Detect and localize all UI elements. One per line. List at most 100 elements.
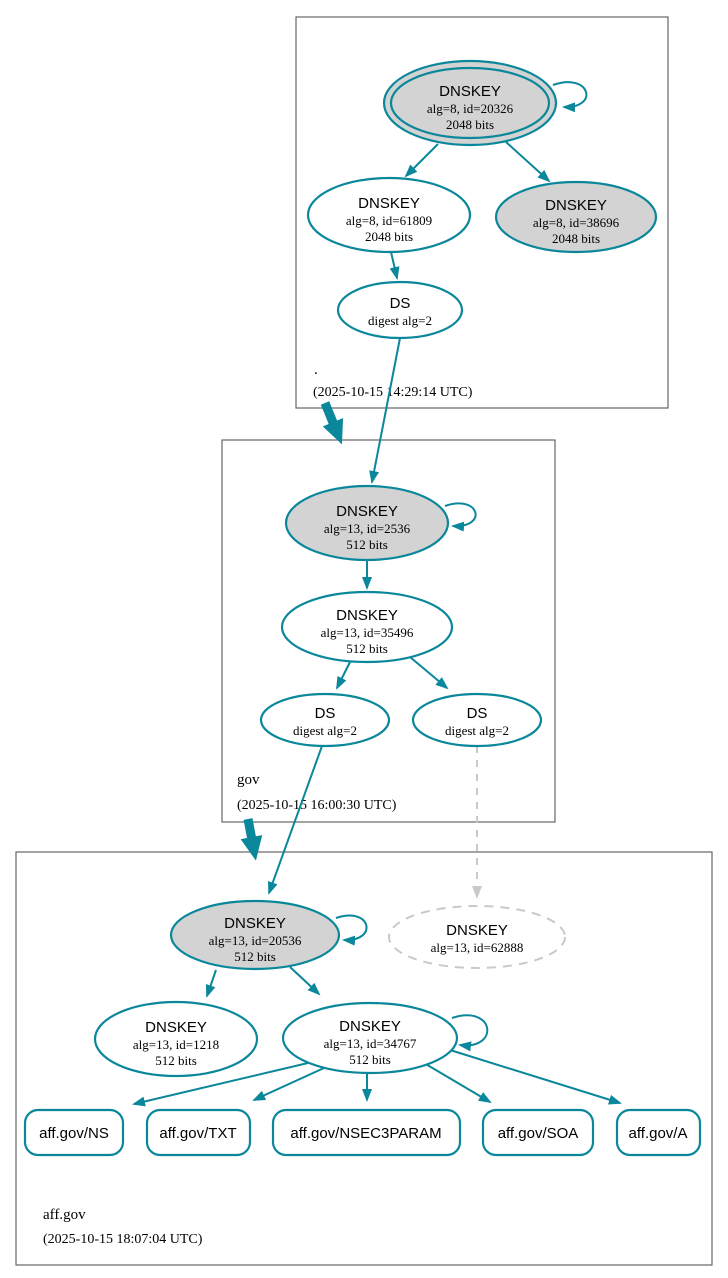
dnskey-1218-ellipse [93,1000,259,1078]
dnskey-2536-size: 512 bits [346,537,388,552]
ds-gov-left-title: DS [315,705,336,722]
dnskey-node-34767: DNSKEY alg=13, id=34767 512 bits [281,1001,459,1075]
dnskey-1218-detail: alg=13, id=1218 [133,1037,219,1052]
dnskey-38696-ellipse [494,180,658,254]
rrset-ns-label: aff.gov/NS [39,1125,109,1142]
edge-ksk20326-to-zsk61809 [404,143,439,178]
zone-box-gov [221,439,556,823]
dnskey-20536-title: DNSKEY [224,915,286,932]
dnskey-2536-detail: alg=13, id=2536 [324,521,411,536]
ds-root-detail: digest alg=2 [368,313,432,328]
rrset-soa-rect [481,1108,595,1157]
dnskey-node-35496: DNSKEY alg=13, id=35496 512 bits [280,590,454,664]
rrset-node-nsec3param: aff.gov/NSEC3PARAM [271,1108,462,1157]
dnskey-20536-detail: alg=13, id=20536 [209,933,302,948]
dnskey-2536-ellipse [284,484,450,562]
zone-timestamp-gov: (2025-10-15 16:00:30 UTC) [237,798,397,813]
zone-arrow-gov-to-aff [240,818,263,861]
dnskey-node-1218: DNSKEY alg=13, id=1218 512 bits [93,1000,259,1078]
dnskey-20326-size: 2048 bits [446,117,494,132]
edge-zsk34767-to-txt [252,1067,325,1101]
dnskey-20326-inner-ring [389,66,551,140]
dnskey-node-62888: DNSKEY alg=13, id=62888 [388,905,566,969]
zone-box-aff-gov [15,851,713,1266]
rrset-a-rect [615,1108,702,1157]
ds-node-gov-right: DS digest alg=2 [411,692,543,748]
ds-root-ellipse [336,280,464,340]
rrset-node-soa: aff.gov/SOA [481,1108,595,1157]
dnskey-1218-title: DNSKEY [145,1019,207,1036]
ds-node-root: DS digest alg=2 [336,280,464,340]
dnskey-38696-detail: alg=8, id=38696 [533,215,620,230]
dnskey-20326-title: DNSKEY [439,83,501,100]
zone-box-root [295,16,669,409]
zone-arrow-root-to-gov [320,401,344,445]
edge-affksk-to-key1218 [205,969,217,998]
ds-gov-left-detail: digest alg=2 [293,723,357,738]
zone-label-gov: gov [237,772,260,788]
dnskey-20536-ellipse [169,899,341,971]
dnskey-35496-size: 512 bits [346,641,388,656]
ds-gov-left-ellipse [259,692,391,748]
dnskey-node-2536: DNSKEY alg=13, id=2536 512 bits [284,484,450,562]
selfloop-affksk20536 [335,914,368,946]
dnskey-20536-size: 512 bits [234,949,276,964]
rrset-nsec3param-rect [271,1108,462,1157]
edge-affksk-to-zsk34767 [289,966,321,996]
dnskey-38696-title: DNSKEY [545,197,607,214]
rrset-nsec3param-label: aff.gov/NSEC3PARAM [290,1125,441,1142]
zone-label-root: . [314,362,318,378]
dnskey-38696-size: 2048 bits [552,231,600,246]
rrset-txt-label: aff.gov/TXT [159,1125,236,1142]
ds-gov-right-detail: digest alg=2 [445,723,509,738]
dnskey-62888-ellipse [388,905,566,969]
dnskey-61809-detail: alg=8, id=61809 [346,213,432,228]
zone-label-aff-gov: aff.gov [43,1207,86,1223]
dnskey-node-61809: DNSKEY alg=8, id=61809 2048 bits [306,176,472,254]
dnskey-61809-size: 2048 bits [365,229,413,244]
rrset-txt-rect [145,1108,252,1157]
edge-zsk34767-to-a [449,1049,622,1105]
edge-zsk61809-to-ds [389,251,400,280]
rrset-a-label: aff.gov/A [629,1125,688,1142]
dnskey-node-20536: DNSKEY alg=13, id=20536 512 bits [169,899,341,971]
dnskey-2536-title: DNSKEY [336,503,398,520]
ds-node-gov-left: DS digest alg=2 [259,692,391,748]
selfloop-ksk20326 [552,81,588,113]
dnskey-62888-detail: alg=13, id=62888 [431,940,524,955]
edge-zsk34767-to-ns [132,1062,309,1107]
dnskey-35496-ellipse [280,590,454,664]
dnskey-62888-title: DNSKEY [446,922,508,939]
rrset-node-ns: aff.gov/NS [23,1108,125,1157]
dnskey-1218-size: 512 bits [155,1053,197,1068]
dnskey-61809-ellipse [306,176,472,254]
edge-govzsk-to-ds-right [409,656,449,690]
edge-govds-to-affksk [268,745,323,895]
zone-timestamp-aff-gov: (2025-10-15 18:07:04 UTC) [43,1232,203,1247]
selfloop-govksk2536 [444,502,477,532]
rrset-ns-rect [23,1108,125,1157]
rrset-node-a: aff.gov/A [615,1108,702,1157]
dnskey-node-38696: DNSKEY alg=8, id=38696 2048 bits [494,180,658,254]
rrset-soa-label: aff.gov/SOA [498,1125,579,1142]
dnskey-34767-size: 512 bits [349,1052,391,1067]
rrset-node-txt: aff.gov/TXT [145,1108,252,1157]
dnskey-node-20326: DNSKEY alg=8, id=20326 2048 bits [382,59,558,147]
edge-govzsk-to-ds-left [336,659,352,690]
dnskey-20326-detail: alg=8, id=20326 [427,101,514,116]
dnskey-35496-title: DNSKEY [336,607,398,624]
ds-root-title: DS [390,295,411,312]
selfloop-zsk34767 [451,1014,489,1052]
dnskey-61809-title: DNSKEY [358,195,420,212]
ds-gov-right-title: DS [467,705,488,722]
dnskey-34767-ellipse [281,1001,459,1075]
edge-ksk20326-to-ksk38696 [505,141,551,183]
edge-zsk34767-to-soa [423,1062,492,1104]
dnskey-34767-title: DNSKEY [339,1018,401,1035]
edges [132,81,622,1107]
zone-timestamp-root: (2025-10-15 14:29:14 UTC) [313,385,473,400]
ds-gov-right-ellipse [411,692,543,748]
dnskey-35496-detail: alg=13, id=35496 [321,625,414,640]
